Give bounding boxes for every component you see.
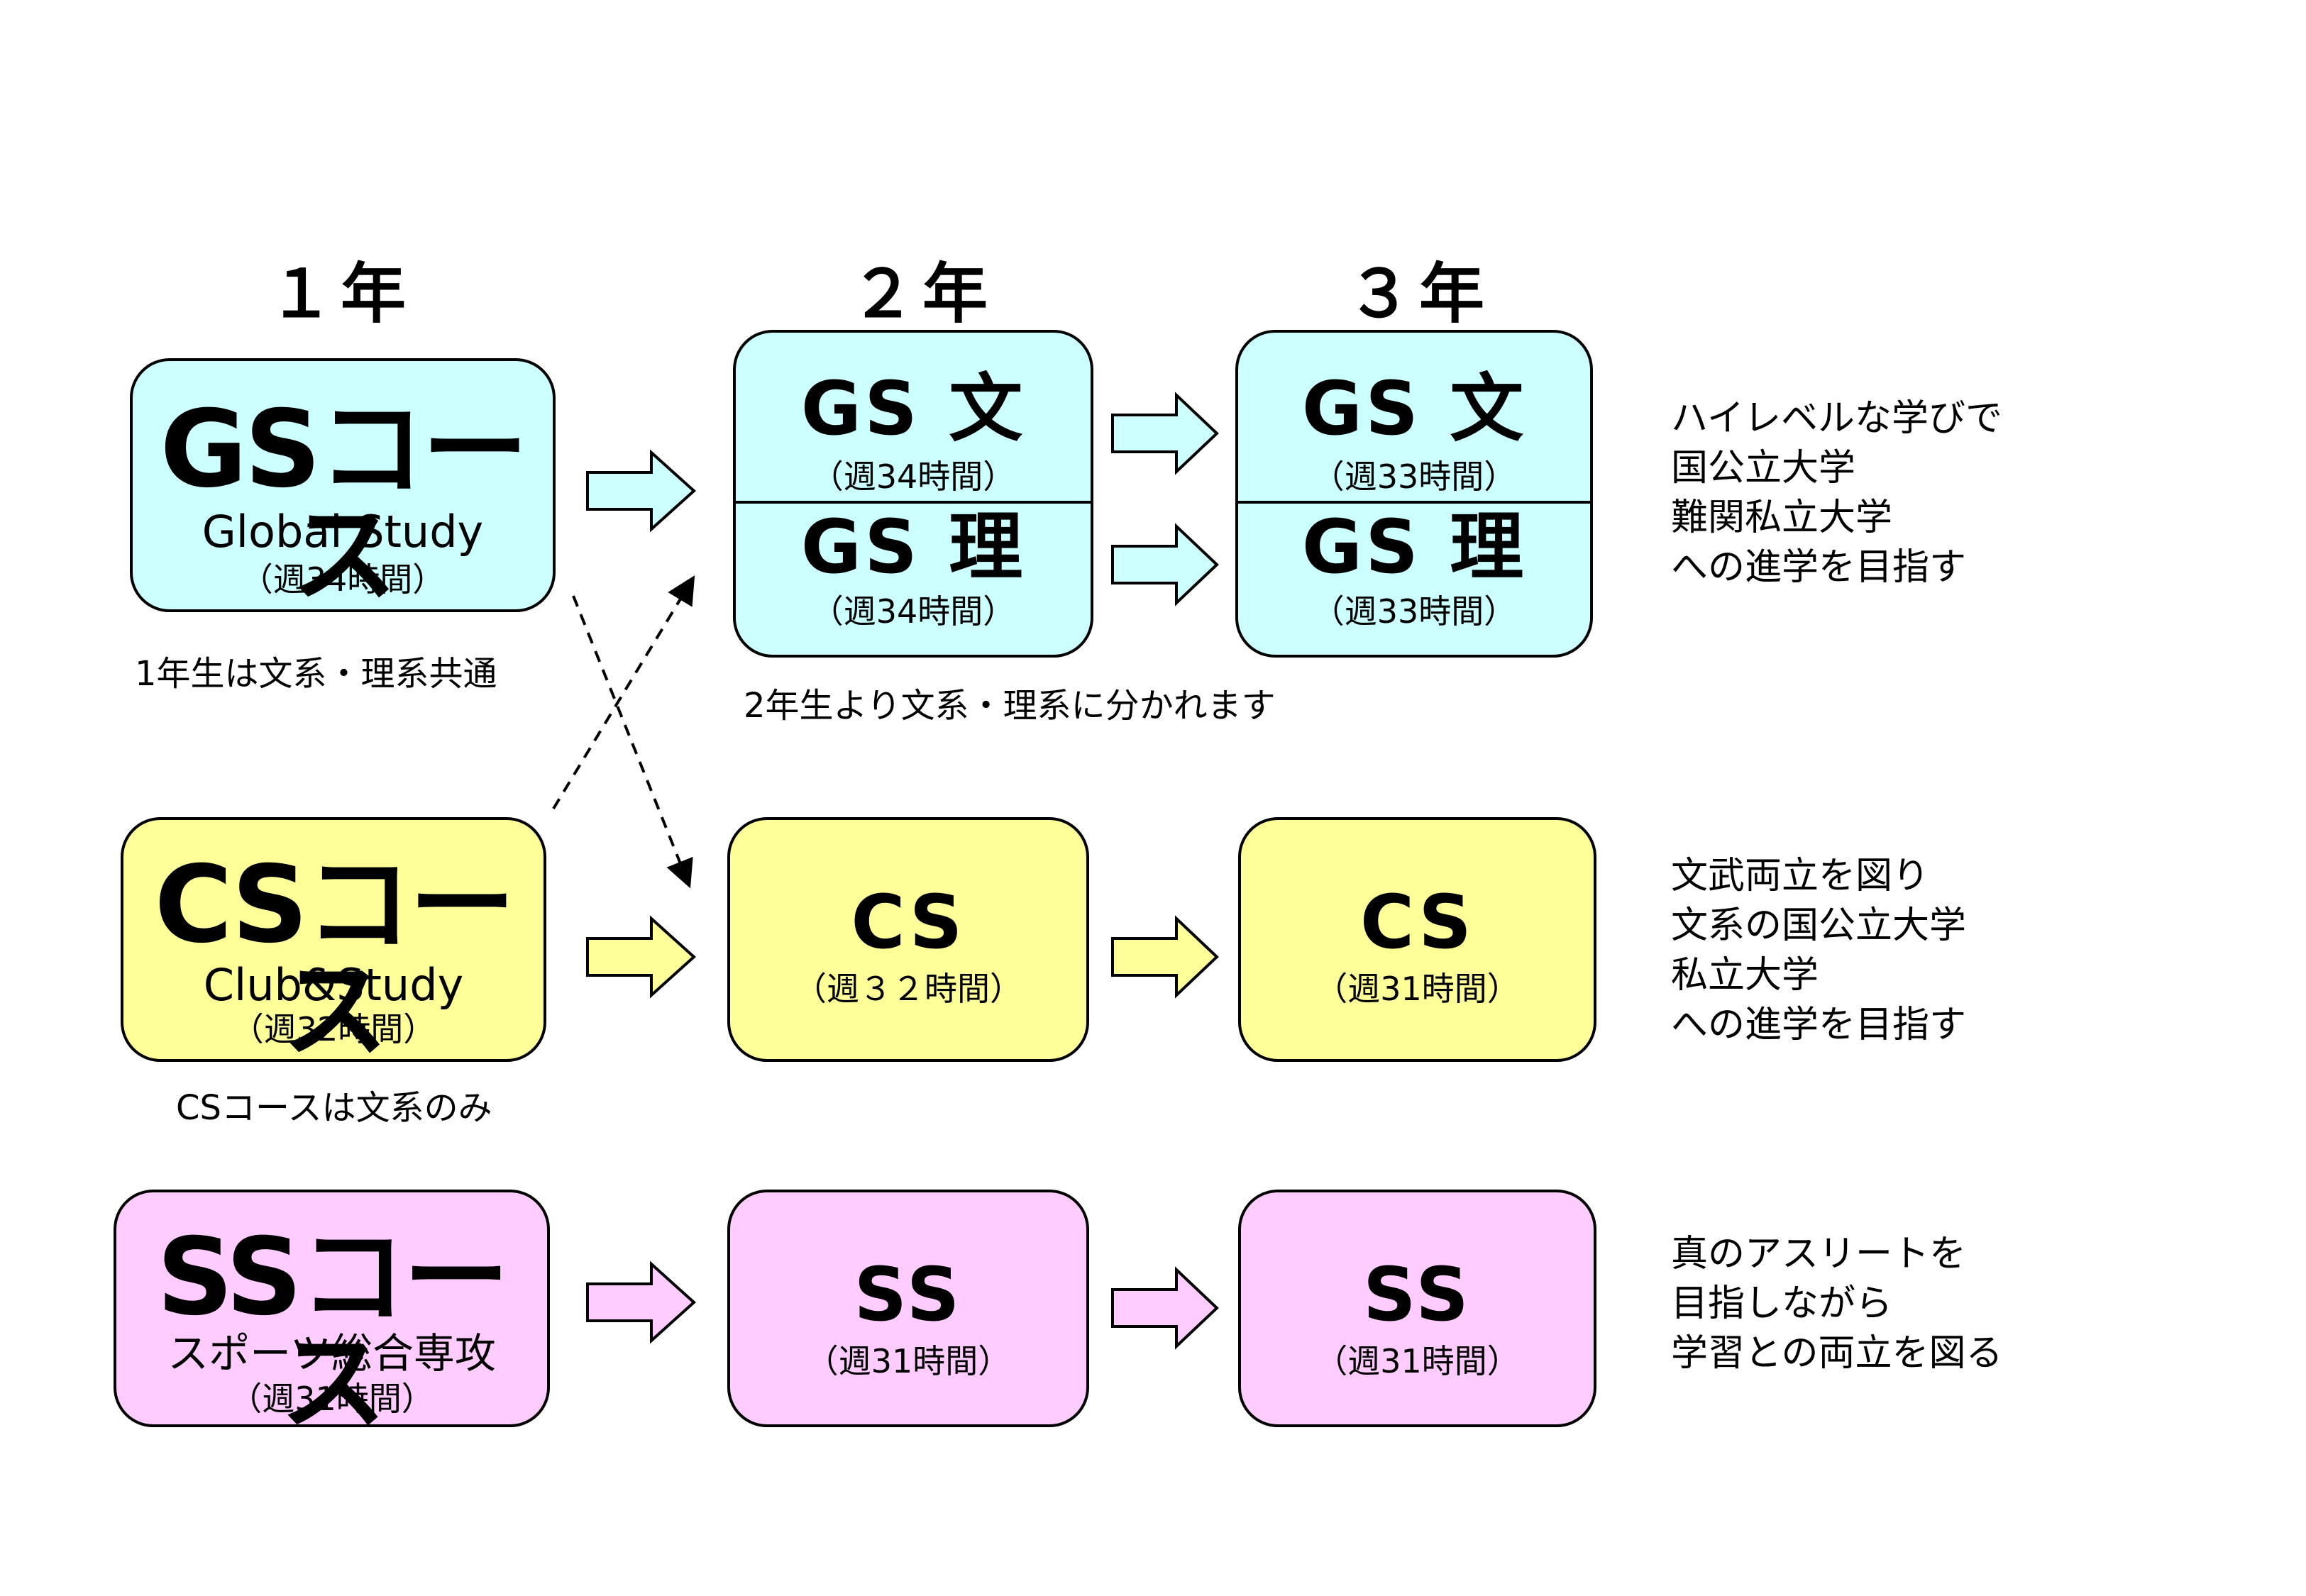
gs-year2-box: GS 文 （週34時間） GS 理 （週34時間） — [733, 330, 1093, 658]
year-1-header: １年 — [267, 256, 413, 332]
gs-course-subtitle: Global Study — [202, 506, 484, 558]
year-3-header: ３年 — [1346, 256, 1491, 332]
dashed-arrow-cs-to-gs — [552, 575, 695, 810]
gs-year3-ri-hours: （週33時間） — [1311, 592, 1517, 631]
gs-year3-bun: GS 文 （週33時間） — [1238, 333, 1590, 503]
cs-year1-note: CSコースは文系のみ — [176, 1088, 492, 1128]
gs-goal-line: ハイレベルな学びで — [1671, 397, 2002, 440]
ss-course-title: SSコース — [156, 1216, 509, 1427]
ss-year2-box: SS （週31時間） — [727, 1190, 1089, 1427]
dashed-arrow-gs-to-cs — [572, 595, 693, 889]
ss-year2-hours: （週31時間） — [805, 1342, 1011, 1380]
cs-goal-line: への進学を目指す — [1671, 1004, 1967, 1046]
gs-year2-ri-hours: （週34時間） — [810, 592, 1016, 631]
arrow-right-icon — [1111, 523, 1219, 606]
gs-year2-divider — [736, 501, 1091, 504]
arrow-right-icon — [586, 1260, 696, 1344]
ss-goal-line: 真のアスリートを — [1671, 1233, 1967, 1275]
gs-course-year1-box: GSコース Global Study （週34時間） — [130, 358, 556, 612]
ss-goal-text: 真のアスリートを 目指しながら 学習との両立を図る — [1671, 1229, 2002, 1378]
arrow-right-icon — [1111, 392, 1219, 475]
gs-year3-divider — [1238, 501, 1590, 504]
cs-year2-box: CS （週３２時間） — [727, 817, 1089, 1062]
gs-year2-ri: GS 理 （週34時間） — [736, 503, 1091, 655]
cs-course-subtitle: Club&Study — [203, 959, 464, 1011]
year-2-header: ２年 — [849, 256, 995, 332]
ss-course-year1-box: SSコース スポーツ総合専攻 （週31時間） — [114, 1190, 550, 1427]
cs-year2-hours: （週３２時間） — [794, 970, 1022, 1008]
gs-year3-bun-hours: （週33時間） — [1311, 458, 1517, 496]
arrow-right-icon — [586, 915, 696, 999]
ss-year3-title: SS — [1362, 1251, 1472, 1338]
cs-year3-title: CS — [1359, 879, 1475, 965]
gs-year3-box: GS 文 （週33時間） GS 理 （週33時間） — [1235, 330, 1593, 658]
cs-goal-line: 文系の国公立大学 — [1671, 904, 1967, 947]
gs-course-title: GSコース — [160, 388, 528, 612]
cs-year2-title: CS — [851, 879, 966, 965]
cs-goal-line: 私立大学 — [1671, 954, 1819, 997]
cs-year3-box: CS （週31時間） — [1238, 817, 1596, 1062]
ss-goal-line: 学習との両立を図る — [1671, 1332, 2003, 1375]
gs-year2-ri-title: GS 理 — [800, 504, 1026, 590]
gs-goal-line: 難関私立大学 — [1671, 497, 1893, 539]
arrow-right-icon — [586, 449, 696, 533]
cs-goal-line: 文武両立を図り — [1671, 855, 1930, 897]
ss-year3-hours: （週31時間） — [1315, 1342, 1520, 1380]
cs-course-title: CSコース — [154, 843, 516, 1062]
gs-year2-bun-title: GS 文 — [800, 365, 1026, 452]
gs-year3-ri: GS 理 （週33時間） — [1238, 503, 1590, 655]
gs-course-hours: （週34時間） — [240, 560, 446, 599]
gs-goal-text: ハイレベルな学びで 国公立大学 難関私立大学 への進学を目指す — [1671, 394, 2002, 592]
gs-year3-bun-title: GS 文 — [1301, 365, 1527, 452]
arrow-right-icon — [1111, 915, 1219, 999]
ss-year2-title: SS — [854, 1251, 963, 1338]
ss-goal-line: 目指しながら — [1671, 1282, 1893, 1325]
gs-year2-bun-hours: （週34時間） — [810, 458, 1016, 496]
ss-course-subtitle: スポーツ総合専攻 — [167, 1329, 496, 1378]
gs-year2-bun: GS 文 （週34時間） — [736, 333, 1091, 503]
ss-year3-box: SS （週31時間） — [1238, 1190, 1596, 1427]
gs-year1-note: 1年生は文系・理系共通 — [135, 654, 497, 694]
gs-year2-note: 2年生より文系・理系に分かれます — [744, 686, 1276, 726]
gs-goal-line: への進学を目指す — [1671, 546, 1967, 589]
cs-year3-hours: （週31時間） — [1315, 970, 1520, 1008]
cs-course-hours: （週32時間） — [231, 1010, 436, 1048]
ss-course-hours: （週31時間） — [229, 1380, 434, 1418]
cs-goal-text: 文武両立を図り 文系の国公立大学 私立大学 への進学を目指す — [1671, 851, 1966, 1050]
gs-goal-line: 国公立大学 — [1671, 447, 1856, 489]
arrow-right-icon — [1111, 1266, 1219, 1350]
gs-year3-ri-title: GS 理 — [1301, 504, 1527, 590]
cs-course-year1-box: CSコース Club&Study （週32時間） — [121, 817, 546, 1062]
